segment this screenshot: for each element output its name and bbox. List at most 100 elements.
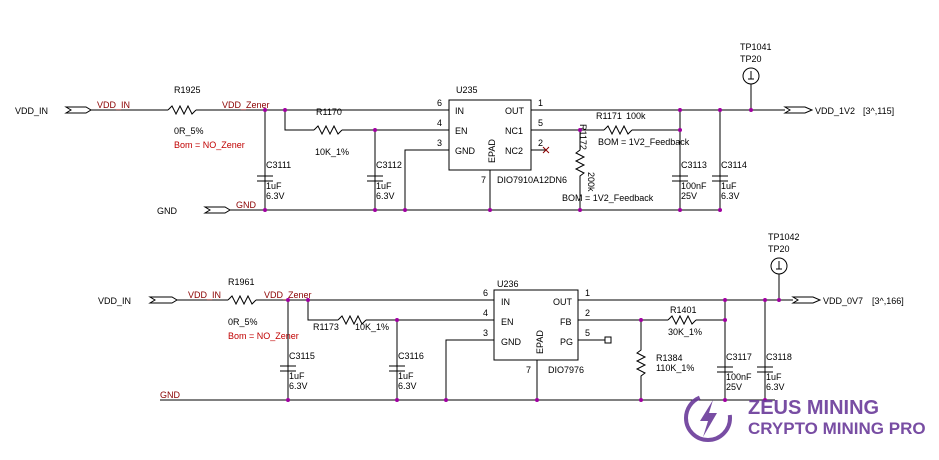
c1-c-out1-ref: C3113 bbox=[681, 160, 707, 170]
c1-gnd-connector[interactable] bbox=[203, 206, 231, 214]
c2-tp-part: TP20 bbox=[768, 244, 790, 254]
c2-pin-num-gnd: 3 bbox=[483, 328, 488, 338]
c2-c-en-ref: C3116 bbox=[398, 351, 424, 361]
c1-pin-num-epad: 7 bbox=[481, 175, 486, 185]
c1-pin-num-out: 1 bbox=[538, 98, 543, 108]
c1-r-fb2-resistor[interactable] bbox=[574, 130, 586, 210]
c2-r-fb1-value: 30K_1% bbox=[668, 327, 702, 337]
c2-pin-num-fb: 2 bbox=[585, 308, 590, 318]
c1-gnd-wire-net: GND bbox=[236, 200, 257, 210]
c1-r-in-value: 0R_5% bbox=[174, 126, 204, 136]
c2-in-connector[interactable] bbox=[148, 296, 178, 304]
c1-ic-pin-in: IN bbox=[455, 106, 464, 116]
c2-ic-ref: U236 bbox=[497, 279, 519, 289]
c1-pin-num-en: 4 bbox=[437, 118, 442, 128]
c1-zener-net: VDD_Zener bbox=[222, 100, 270, 110]
c1-pin-num-in: 6 bbox=[437, 98, 442, 108]
c1-out-ref: [3^,115] bbox=[863, 106, 894, 116]
c1-ic-part: DIO7910A12DN6 bbox=[497, 175, 567, 185]
c2-c-out2-ref: C3118 bbox=[766, 352, 792, 362]
c1-junctions bbox=[263, 108, 753, 212]
c2-junctions bbox=[286, 298, 781, 402]
c1-r-fb1-value: 100k bbox=[626, 111, 646, 121]
c2-r-in-resistor[interactable] bbox=[227, 294, 257, 306]
c2-out-connector[interactable] bbox=[791, 296, 822, 304]
circuit-2: VDD_IN VDD_IN R1961 0R_5% Bom = NO_Zener… bbox=[98, 232, 904, 402]
c2-ic-part: DIO7976 bbox=[548, 365, 584, 375]
c2-ic-pin-epad: EPAD bbox=[535, 330, 545, 354]
circuit-1: VDD_IN VDD_IN R1925 0R_5% Bom = NO_Zener… bbox=[15, 42, 894, 216]
c1-r-in-resistor[interactable] bbox=[167, 104, 197, 116]
c1-r-fb2-ref: R1172 bbox=[578, 124, 588, 150]
c1-ic-pin-out: OUT bbox=[505, 106, 525, 116]
c2-c-en-v1: 1uF bbox=[398, 371, 414, 381]
c2-pg-testpad bbox=[604, 336, 612, 344]
c2-ic-pin-fb: FB bbox=[560, 317, 572, 327]
c1-r-fb1-resistor[interactable] bbox=[603, 124, 633, 136]
c1-in-net-label: VDD_IN bbox=[15, 106, 48, 116]
c1-ic-ref: U235 bbox=[456, 85, 478, 95]
c1-c-out2-ref: C3114 bbox=[721, 160, 747, 170]
c1-c-in-ref: C3111 bbox=[266, 160, 291, 170]
c2-out-net: VDD_0V7 bbox=[823, 296, 863, 306]
c1-r-in-bom: Bom = NO_Zener bbox=[174, 140, 245, 150]
c2-r-fb1-resistor[interactable] bbox=[667, 314, 697, 326]
c2-r-fb2-resistor[interactable] bbox=[635, 320, 647, 400]
c2-c-out1-ref: C3117 bbox=[726, 352, 752, 362]
c1-pin-num-gnd: 3 bbox=[437, 138, 442, 148]
c1-r-en-ref: R1170 bbox=[316, 107, 342, 117]
c2-r-in-value: 0R_5% bbox=[228, 317, 258, 327]
c1-ic-u235[interactable] bbox=[448, 99, 532, 171]
c2-pin-num-epad: 7 bbox=[526, 365, 531, 375]
c1-ic-pin-gnd: GND bbox=[455, 146, 476, 156]
watermark-logo: ZEUS MINING CRYPTO MINING PRO bbox=[684, 394, 926, 442]
c2-ic-pin-en: EN bbox=[501, 317, 514, 327]
c2-r-en-ref: R1173 bbox=[313, 322, 339, 332]
c2-ic-u236[interactable] bbox=[493, 289, 579, 361]
c1-c-out2-v2: 6.3V bbox=[721, 191, 740, 201]
c1-c-out2-v1: 1uF bbox=[721, 181, 737, 191]
c1-in-wire-net: VDD_IN bbox=[97, 100, 130, 110]
c1-out-connector[interactable] bbox=[783, 106, 814, 114]
c1-c-out1-v2: 25V bbox=[681, 191, 697, 201]
c1-c-in-v1: 1uF bbox=[266, 181, 282, 191]
c1-pin-num-nc1: 5 bbox=[538, 118, 543, 128]
c1-ic-pin-en: EN bbox=[455, 126, 468, 136]
c1-in-connector[interactable] bbox=[64, 106, 92, 114]
c2-r-fb1-ref: R1401 bbox=[670, 305, 697, 315]
logo-line1: ZEUS MINING bbox=[748, 397, 879, 419]
c1-c-en-v2: 6.3V bbox=[376, 191, 395, 201]
c2-ic-pin-in: IN bbox=[501, 297, 510, 307]
c2-r-fb2-value: 110K_1% bbox=[656, 363, 694, 373]
c1-gnd-label: GND bbox=[157, 206, 178, 216]
c2-c-out2-v1: 1uF bbox=[766, 372, 782, 382]
c2-r-en-resistor[interactable] bbox=[337, 314, 367, 326]
lightning-bolt-icon bbox=[700, 400, 717, 437]
c2-ic-pin-gnd: GND bbox=[501, 337, 522, 347]
c2-c-in-ref: C3115 bbox=[289, 351, 315, 361]
c1-r-fb2-value: 200k bbox=[586, 172, 596, 192]
c2-in-wire-net: VDD_IN bbox=[188, 290, 221, 300]
c2-c-en-v2: 6.3V bbox=[398, 381, 417, 391]
c2-out-ref: [3^,166] bbox=[872, 296, 904, 306]
c1-c-en-ref: C3112 bbox=[376, 160, 402, 170]
c2-c-out1-v1: 100nF bbox=[726, 372, 752, 382]
c2-r-in-bom: Bom = NO_Zener bbox=[228, 331, 299, 341]
c2-c-in-v1: 1uF bbox=[289, 371, 305, 381]
c1-r-fb1-ref: R1171 bbox=[596, 111, 622, 121]
c2-c-out2-v2: 6.3V bbox=[766, 382, 785, 392]
c1-tp-part: TP20 bbox=[740, 54, 762, 64]
c1-out-net: VDD_1V2 bbox=[815, 106, 855, 116]
c2-r-in-ref: R1961 bbox=[228, 277, 255, 287]
c1-nc2-noconnect bbox=[542, 146, 550, 154]
c1-tp-ref: TP1041 bbox=[740, 42, 772, 52]
c2-pin-num-pg: 5 bbox=[585, 328, 590, 338]
c2-tp-ref: TP1042 bbox=[768, 232, 800, 242]
c2-c-in-v2: 6.3V bbox=[289, 381, 308, 391]
c2-pin-num-en: 4 bbox=[483, 308, 488, 318]
c1-c-out1-v1: 100nF bbox=[681, 181, 707, 191]
c1-ic-pin-nc1: NC1 bbox=[505, 126, 523, 136]
c1-r-en-resistor[interactable] bbox=[313, 124, 343, 136]
c1-r-in-ref: R1925 bbox=[174, 85, 201, 95]
